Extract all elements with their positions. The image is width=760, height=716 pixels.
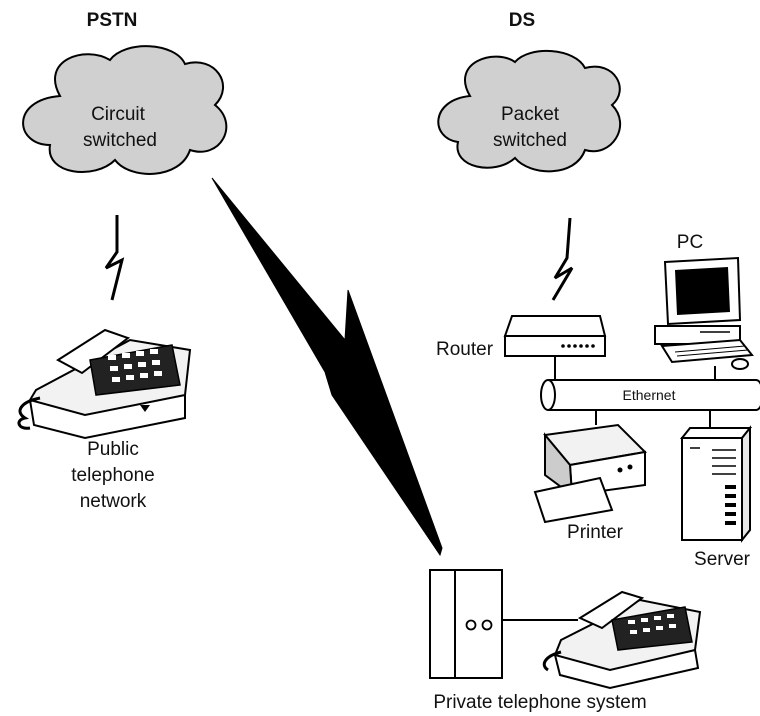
pstn-header: PSTN xyxy=(87,10,138,31)
private-phone-icon xyxy=(542,590,702,690)
circuit-cloud-line2: switched xyxy=(83,130,157,151)
pbx-cabinet-icon xyxy=(429,569,503,679)
public-phone-icon xyxy=(17,328,192,440)
circuit-to-phone-link xyxy=(104,215,125,301)
private-system-label: Private telephone system xyxy=(433,692,646,713)
cloud-to-private-system-link xyxy=(211,177,443,557)
packet-cloud-line1: Packet xyxy=(501,104,560,125)
circuit-switched-cloud: Circuit switched xyxy=(22,45,228,175)
public-phone-label-line2: telephone xyxy=(71,465,154,486)
server-icon xyxy=(679,425,753,543)
packet-to-router-link xyxy=(551,217,574,301)
ethernet-label: Ethernet xyxy=(623,387,676,403)
router-icon xyxy=(503,315,607,357)
public-phone-label-line1: Public xyxy=(87,439,139,460)
ds-header: DS xyxy=(509,10,535,31)
ethernet-bus xyxy=(540,379,760,411)
server-label: Server xyxy=(694,549,751,570)
circuit-cloud-line1: Circuit xyxy=(91,104,146,125)
public-phone-label-line3: network xyxy=(80,491,147,512)
pc-icon xyxy=(654,256,754,370)
printer-icon xyxy=(533,423,648,524)
printer-label: Printer xyxy=(567,522,624,543)
packet-switched-cloud: Packet switched xyxy=(437,50,622,173)
router-label: Router xyxy=(436,339,494,360)
pc-label: PC xyxy=(677,232,703,253)
packet-cloud-line2: switched xyxy=(493,130,567,151)
